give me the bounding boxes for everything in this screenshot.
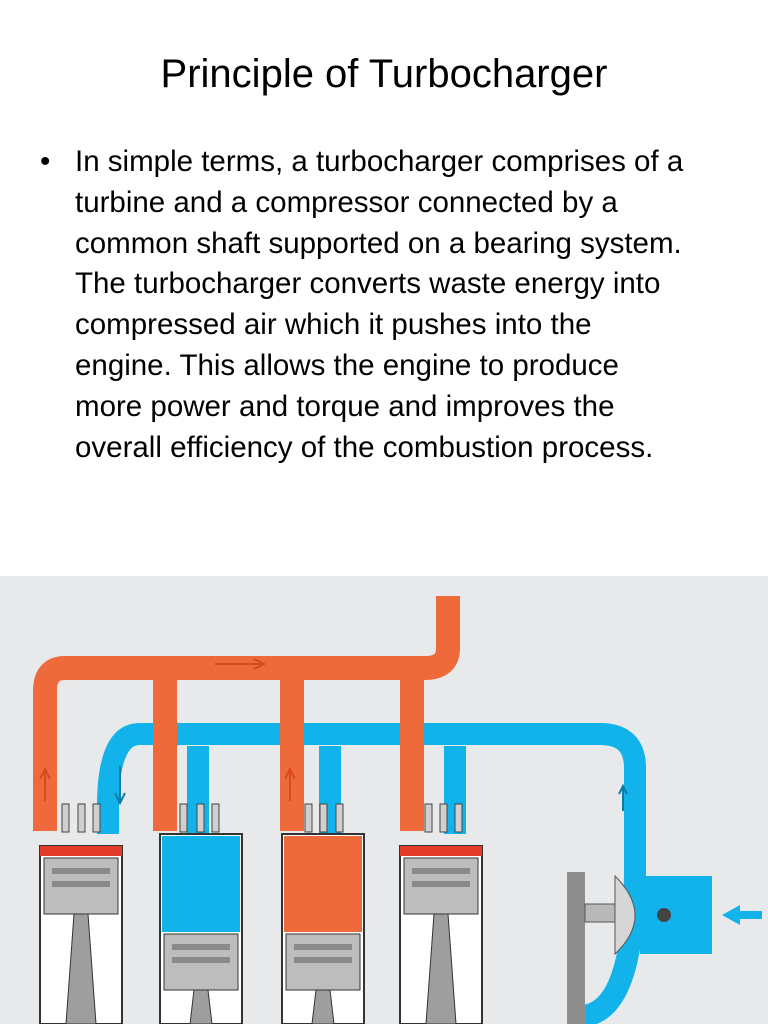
intake-flow-arrow-icon (114, 766, 628, 811)
bullet-line: The turbocharger converts waste energy i… (75, 267, 661, 301)
bullet-line: engine. This allows the engine to produc… (75, 348, 619, 382)
cylinder-4 (399, 845, 483, 1024)
valve-springs (61, 803, 463, 833)
bullet-line: overall efficiency of the combustion pro… (75, 430, 654, 464)
slide-title: Principle of Turbocharger (160, 52, 608, 96)
exhaust-flow-arrow-icon (39, 658, 296, 801)
cylinder-2 (159, 833, 243, 1024)
exhaust-manifold (33, 596, 460, 831)
air-inlet-arrow-icon (722, 905, 762, 925)
bullet-line: common shaft supported on a bearing syst… (75, 226, 682, 260)
bullet-line: In simple terms, a turbocharger comprise… (75, 145, 684, 178)
turbocharger (567, 872, 712, 1024)
bullet-icon: • (40, 145, 51, 178)
bullet-line: compressed air which it pushes into the (75, 308, 592, 342)
cylinder-1 (39, 845, 123, 1024)
cylinder-3 (281, 833, 365, 1024)
bullet-line: turbine and a compressor connected by a (75, 185, 618, 219)
intake-manifold (97, 723, 646, 1024)
bullet-text: In simple terms, a turbocharger comprise… (75, 142, 745, 468)
bullet-line: more power and torque and improves the (75, 389, 615, 423)
turbocharger-diagram (0, 576, 768, 1024)
